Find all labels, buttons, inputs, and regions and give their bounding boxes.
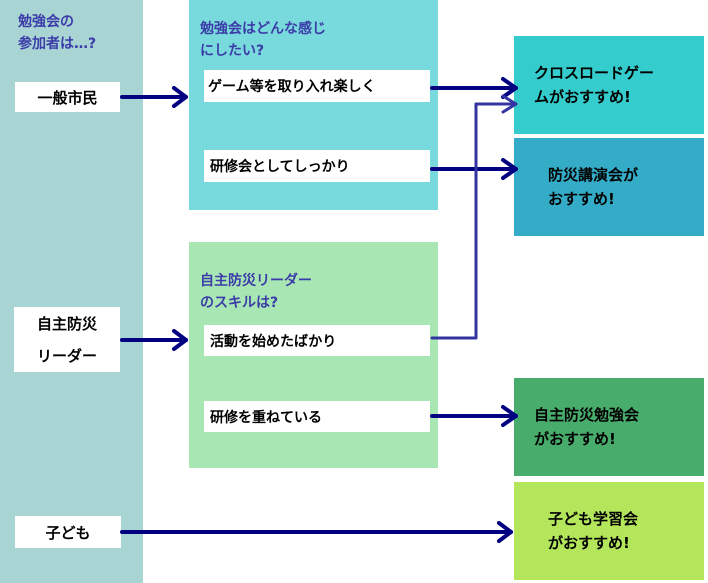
question-leader-title: 自主防災リーダー のスキルは? [200, 273, 312, 311]
participant-label: 一般市民 [37, 88, 98, 107]
arrow-beginner-to-crossroad [430, 102, 518, 340]
result-label: 自主防災勉強会 がおすすめ! [534, 406, 640, 448]
arrow-head [497, 521, 513, 543]
option-experienced[interactable]: 研修を重ねている [204, 401, 430, 432]
arrow-head [501, 94, 518, 114]
arrow-head [172, 86, 188, 108]
option-serious-training[interactable]: 研修会としてしっかり [204, 150, 430, 182]
result-label: 防災講演会が おすすめ! [548, 166, 639, 208]
arrow-head [501, 405, 518, 427]
arrow-head [501, 158, 518, 180]
result-crossroad-game[interactable]: クロスロードゲー ムがおすすめ! [514, 36, 704, 134]
question-general-title: 勉強会はどんな感じ にしたい? [200, 21, 326, 59]
option-fun-games[interactable]: ゲーム等を取り入れ楽しく [204, 70, 430, 102]
result-label: クロスロードゲー ムがおすすめ! [534, 64, 655, 106]
participant-label: 自主防災 リーダー [36, 314, 97, 365]
participant-general-public[interactable]: 一般市民 [15, 82, 120, 112]
option-just-started[interactable]: 活動を始めたばかり [204, 325, 430, 356]
option-label: 研修を重ねている [210, 409, 322, 426]
result-disaster-lecture[interactable]: 防災講演会が おすすめ! [514, 138, 704, 236]
result-children-study[interactable]: 子ども学習会 がおすすめ! [514, 482, 704, 580]
option-label: 活動を始めたばかり [210, 333, 337, 350]
participant-disaster-leader[interactable]: 自主防災 リーダー [14, 307, 120, 372]
option-label: 研修会としてしっかり [210, 159, 350, 175]
arrow-head [501, 77, 518, 99]
arrow-head [172, 329, 188, 351]
participant-children[interactable]: 子ども [15, 516, 121, 548]
result-disaster-study-group[interactable]: 自主防災勉強会 がおすすめ! [514, 378, 704, 476]
option-label: ゲーム等を取り入れ楽しく [208, 79, 376, 95]
participant-label: 子ども [45, 523, 91, 542]
participants-title: 勉強会の 参加者は…? [18, 14, 97, 52]
result-label: 子ども学習会 がおすすめ! [548, 510, 639, 552]
